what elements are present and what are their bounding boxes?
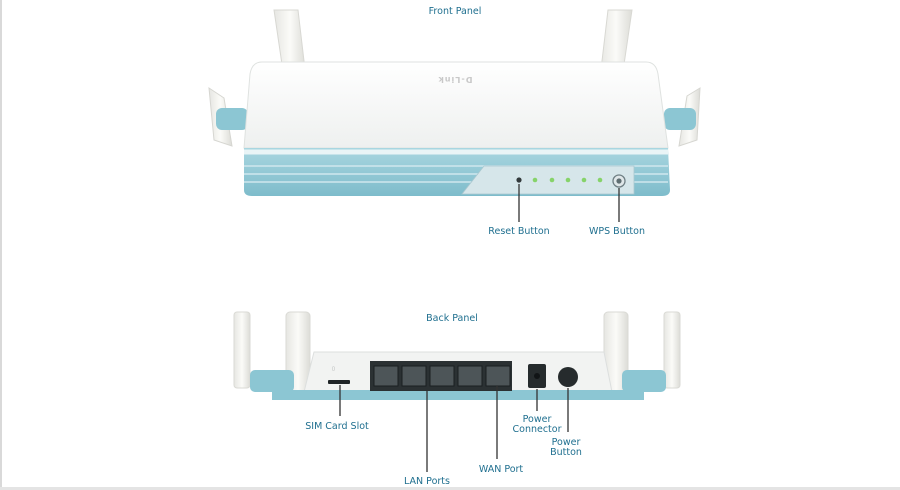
front-control-panel xyxy=(461,165,635,195)
back-antenna-1 xyxy=(233,311,251,389)
sim-card-slot xyxy=(328,380,350,384)
led-power xyxy=(532,177,538,183)
led-signal xyxy=(597,177,603,183)
wan-port xyxy=(485,365,511,387)
back-antenna-hinge-left xyxy=(250,370,294,392)
sim-card-slot-label: SIM Card Slot xyxy=(305,421,369,432)
front-router xyxy=(208,9,701,222)
reset-button-hole xyxy=(516,177,522,183)
wps-button-label: WPS Button xyxy=(589,226,645,237)
lan-port-1 xyxy=(373,365,399,387)
lan-port-4 xyxy=(457,365,483,387)
svg-text:▯: ▯ xyxy=(332,366,335,372)
back-antenna-4 xyxy=(663,311,681,389)
power-connector-label-line1: Power xyxy=(522,414,552,425)
back-router: ▯ xyxy=(233,311,681,472)
wan-port-label: WAN Port xyxy=(478,464,524,475)
page-bottom-border xyxy=(0,487,900,490)
front-panel-title: Front Panel xyxy=(428,6,482,17)
power-button-label-line1: Power xyxy=(551,437,581,448)
reset-button-label: Reset Button xyxy=(488,226,550,237)
power-button-label-line2: Button xyxy=(550,447,582,458)
back-panel-title: Back Panel xyxy=(426,313,478,324)
led-wifi xyxy=(565,177,571,183)
power-connector-label-line2: Connector xyxy=(512,424,562,435)
lan-port-2 xyxy=(401,365,427,387)
back-antenna-hinge-right xyxy=(622,370,666,392)
ethernet-ports xyxy=(373,365,511,387)
front-antenna-hinge-left xyxy=(216,108,248,130)
page-left-border xyxy=(0,0,2,490)
front-antenna-hinge-right xyxy=(664,108,696,130)
status-leds xyxy=(532,177,603,183)
router-brand-logo: D-Link xyxy=(437,75,473,84)
power-button xyxy=(558,367,578,387)
lan-ports-label: LAN Ports xyxy=(404,476,450,487)
power-connector-label: Power Connector xyxy=(513,415,562,435)
lan-port-3 xyxy=(429,365,455,387)
led-internet xyxy=(549,177,555,183)
power-button-label: Power Button xyxy=(550,438,582,458)
led-lte xyxy=(581,177,587,183)
